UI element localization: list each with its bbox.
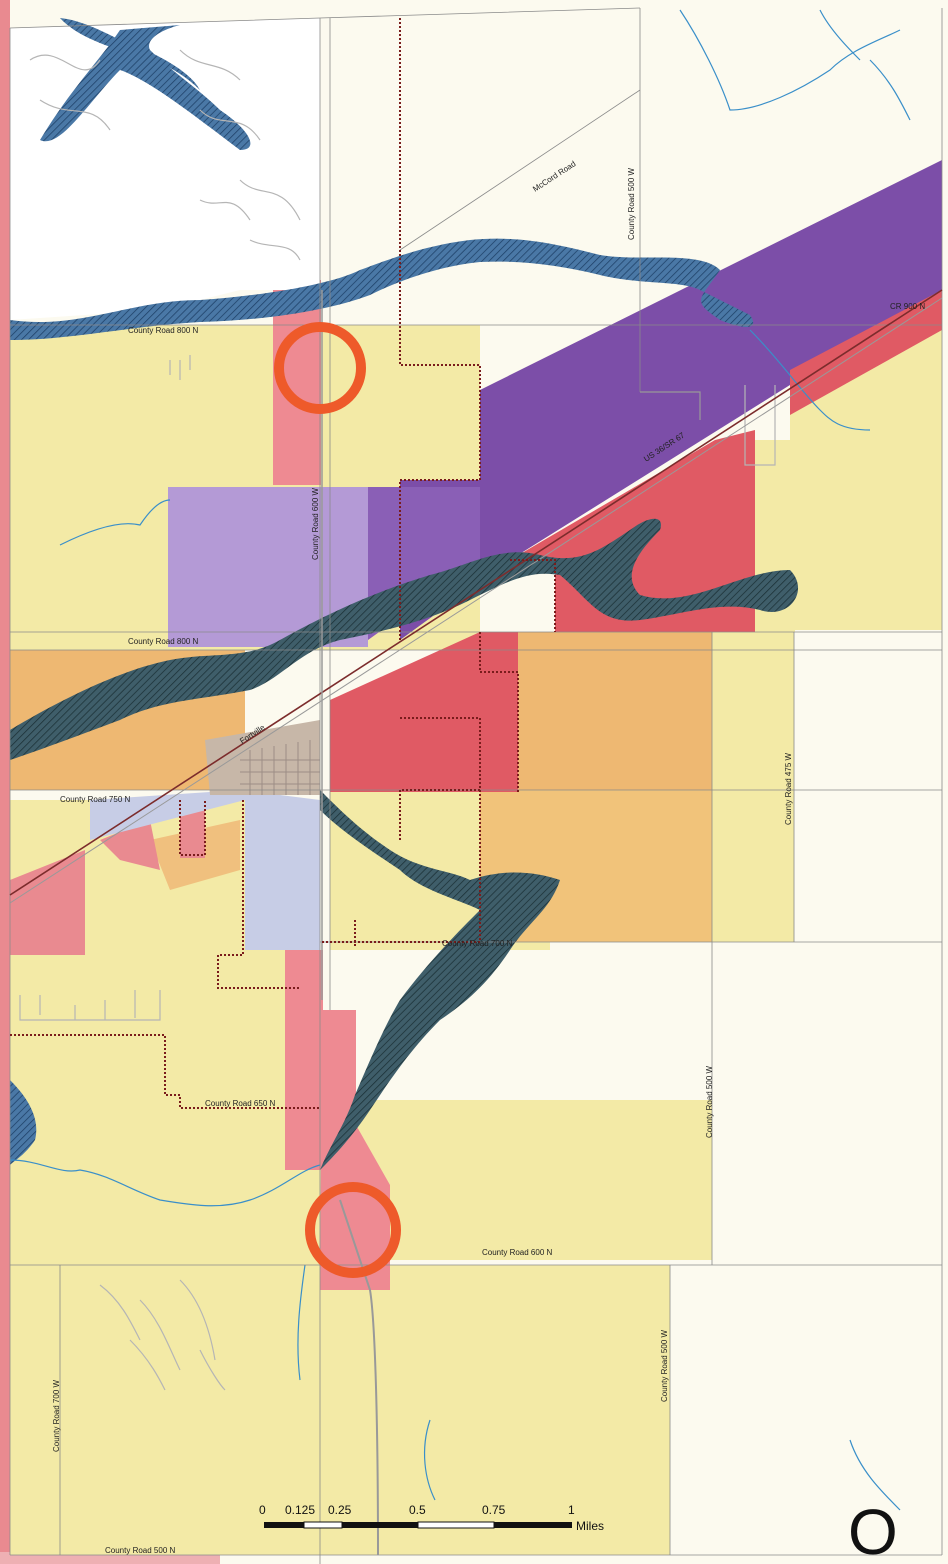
scale-tick-025: 0.25 xyxy=(328,1503,352,1517)
scale-segment-black xyxy=(342,1522,418,1528)
commercial-zone xyxy=(10,850,85,955)
stream xyxy=(869,59,911,121)
parcel-lines xyxy=(9,7,943,1564)
road-label-cr500w-bot: County Road 500 W xyxy=(660,1330,669,1402)
town-zone xyxy=(245,800,320,950)
road-label-cr700n: County Road 700 N xyxy=(442,939,512,948)
road-label-cr650n: County Road 650 N xyxy=(205,1099,275,1108)
commercial-zone xyxy=(330,632,518,792)
left-border-strip xyxy=(0,0,10,1564)
floodplain xyxy=(320,790,560,1170)
stream xyxy=(749,329,871,431)
us36-highway-edge xyxy=(9,297,943,904)
page-letter: O xyxy=(848,1496,898,1564)
road-label-cr600w: County Road 600 W xyxy=(311,488,320,560)
road-label-cr600n: County Road 600 N xyxy=(482,1248,552,1257)
commercial-strip xyxy=(285,950,323,1170)
stream xyxy=(297,1264,306,1381)
road-label-cr800n-top: County Road 800 N xyxy=(128,326,198,335)
streams xyxy=(9,9,911,1511)
planning-boundary xyxy=(10,18,556,1109)
highlight-circle-north[interactable] xyxy=(274,322,366,414)
subdivision-streets xyxy=(19,49,776,1391)
road-label-cr750n: County Road 750 N xyxy=(60,795,130,804)
cr-500w-top xyxy=(640,391,701,420)
stream xyxy=(59,499,171,546)
road-label-cr500w-mid: County Road 500 W xyxy=(705,1066,714,1138)
road-label-cr900n: CR 900 N xyxy=(890,302,925,311)
highlight-circle-south[interactable] xyxy=(305,1182,401,1278)
road-label-cr700w: County Road 700 W xyxy=(52,1380,61,1452)
scale-segment-white xyxy=(417,1521,495,1529)
scale-segment-black xyxy=(494,1522,572,1528)
cr-600w-south xyxy=(339,1199,379,1556)
stream xyxy=(679,9,901,111)
scale-tick-1: 1 xyxy=(568,1503,575,1517)
floodplain xyxy=(10,518,799,760)
industrial-zone xyxy=(400,160,942,640)
commercial-strip xyxy=(320,1010,390,1290)
scale-segment-white xyxy=(303,1521,343,1529)
residential-zone xyxy=(10,1265,670,1555)
scale-tick-0: 0 xyxy=(259,1503,266,1517)
floodplain xyxy=(10,1080,37,1165)
road-label-cr800n: County Road 800 N xyxy=(128,637,198,646)
scale-tick-075: 0.75 xyxy=(482,1503,506,1517)
scale-tick-0125: 0.125 xyxy=(285,1503,315,1517)
mixed-use-zones xyxy=(10,632,712,942)
road-label-cr500w-top: County Road 500 W xyxy=(627,168,636,240)
stream xyxy=(819,9,861,61)
floodplain-areas xyxy=(10,18,799,1170)
floodplain xyxy=(60,18,200,90)
road-label-cr500n: County Road 500 N xyxy=(105,1546,175,1555)
us36-highway xyxy=(9,289,943,896)
stream xyxy=(423,1419,436,1501)
stream xyxy=(9,1159,321,1207)
town-streets xyxy=(240,740,320,795)
commercial-zone xyxy=(790,290,942,415)
floodplain xyxy=(10,238,754,340)
scale-bar: 0 0.125 0.25 0.5 0.75 1 Miles xyxy=(259,1503,604,1533)
commercial-zone xyxy=(100,820,160,870)
scale-unit: Miles xyxy=(576,1519,604,1533)
scale-segment-black xyxy=(264,1522,304,1528)
residential-zone xyxy=(712,632,794,942)
scale-tick-05: 0.5 xyxy=(409,1503,426,1517)
stream xyxy=(849,1439,901,1511)
mixed-use-zone xyxy=(518,632,712,792)
road-label-cr475w: County Road 475 W xyxy=(784,753,793,825)
